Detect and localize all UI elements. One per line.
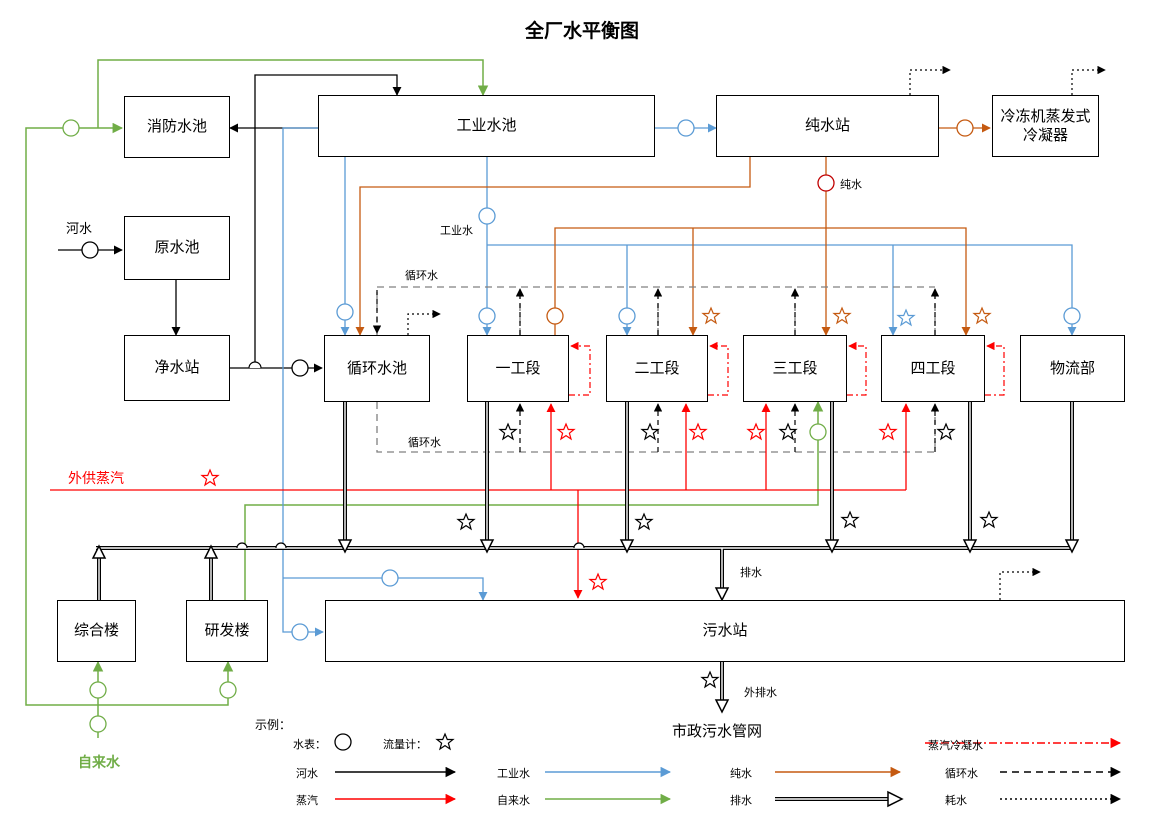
legend-pure-label: 纯水 xyxy=(730,767,752,780)
chiller-condenser-box: 冷冻机蒸发式冷凝器 xyxy=(992,95,1099,157)
section-4-box: 四工段 xyxy=(881,335,985,402)
circulating-water-arrows xyxy=(372,288,940,452)
municipal-sewer-label: 市政污水管网 xyxy=(672,722,763,740)
legend-flowmeter-label: 流量计： xyxy=(383,738,427,751)
river-water-meters xyxy=(81,241,309,377)
industrial-water-label: 工业水 xyxy=(440,224,473,237)
legend-steam-label: 蒸汽 xyxy=(296,794,318,807)
drain-label: 排水 xyxy=(740,566,762,579)
pure-water-meters xyxy=(546,119,974,325)
flowmeters-red xyxy=(201,423,897,590)
river-water-label: 河水 xyxy=(66,222,93,237)
raw-pool-box: 原水池 xyxy=(124,216,230,280)
legend-flowmeter-symbol xyxy=(436,733,454,750)
sewage-station-box: 污水站 xyxy=(325,600,1125,662)
purify-station-box: 净水站 xyxy=(124,335,230,401)
pure-water-main-meter xyxy=(817,174,835,192)
condensate-lines xyxy=(569,341,1005,396)
circ-pool-box: 循环水池 xyxy=(324,335,430,402)
legend-meter-symbol xyxy=(334,733,352,751)
tap-water-meters xyxy=(62,119,827,733)
industrial-water-meters xyxy=(291,119,1081,641)
legend-condensate-label: 蒸汽冷凝水 xyxy=(928,739,983,752)
legend-river-label: 河水 xyxy=(296,767,318,780)
line-crossings xyxy=(236,361,585,549)
industrial-water-lines xyxy=(282,123,1077,637)
legend-lines xyxy=(335,737,1122,805)
flowmeters-orange xyxy=(702,307,991,324)
logistics-box: 物流部 xyxy=(1020,335,1125,402)
legend-industrial-label: 工业水 xyxy=(497,767,530,780)
legend-heading: 示例： xyxy=(255,718,292,732)
steam-lines xyxy=(50,403,911,599)
legend-consumption-label: 耗水 xyxy=(945,794,967,807)
section-2-box: 二工段 xyxy=(606,335,708,402)
legend-tap-label: 自来水 xyxy=(497,794,530,807)
external-steam-label: 外供蒸汽 xyxy=(68,471,124,487)
pure-station-box: 纯水站 xyxy=(716,95,939,157)
office-building-box: 综合楼 xyxy=(57,600,136,662)
pure-water-lines xyxy=(355,123,991,336)
industrial-pool-box: 工业水池 xyxy=(318,95,655,157)
legend-meter-label: 水表： xyxy=(293,738,326,751)
legend-drain-label: 排水 xyxy=(730,794,752,807)
fire-pool-box: 消防水池 xyxy=(124,96,230,158)
legend-circulating-label: 循环水 xyxy=(945,767,978,780)
external-drain-label: 外排水 xyxy=(744,686,777,699)
tap-water-label: 自来水 xyxy=(78,755,120,771)
drain-arrowheads xyxy=(91,539,1080,714)
circulating-water-label-bottom: 循环水 xyxy=(408,436,441,449)
diagram-title: 全厂水平衡图 xyxy=(524,20,639,42)
section-3-box: 三工段 xyxy=(743,335,847,402)
pure-water-label: 纯水 xyxy=(840,178,862,191)
circulating-water-label-top: 循环水 xyxy=(405,269,438,282)
consumption-lines xyxy=(407,65,1106,600)
flowmeter-blue xyxy=(897,309,915,326)
section-1-box: 一工段 xyxy=(467,335,569,402)
rnd-building-box: 研发楼 xyxy=(186,600,268,662)
